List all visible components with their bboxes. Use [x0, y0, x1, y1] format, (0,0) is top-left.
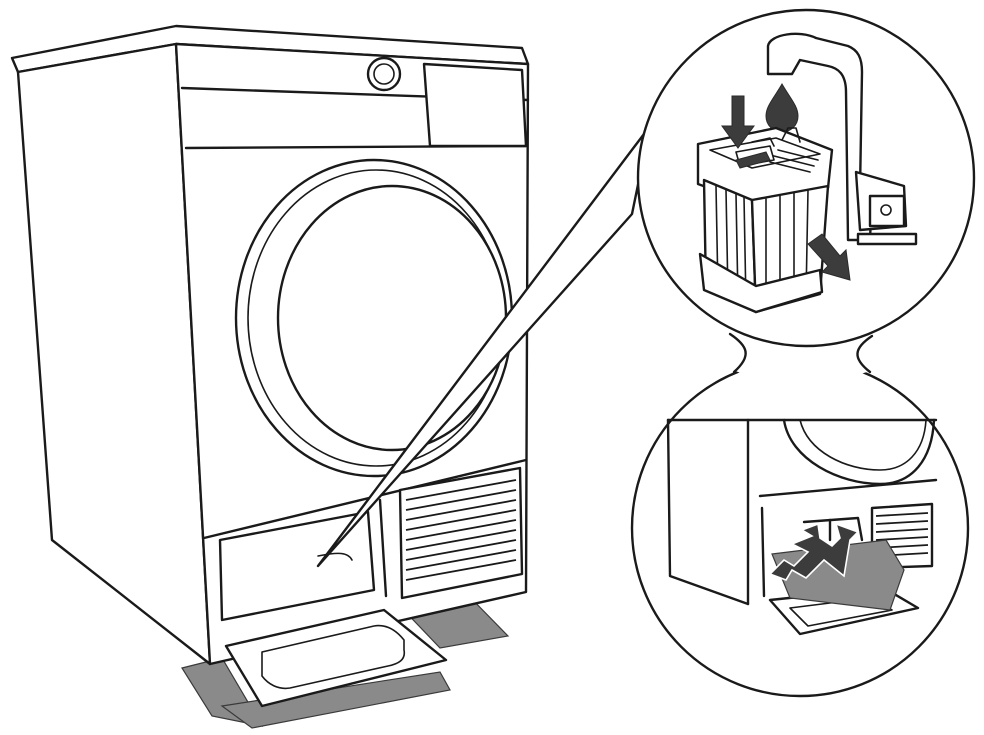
- faucet-icon: [766, 32, 918, 246]
- door-glass: [276, 184, 508, 452]
- base-divider: [378, 498, 388, 598]
- floor-shadow-bottom: [220, 671, 451, 729]
- callout-rinse-heat-exchanger: [636, 8, 976, 348]
- hatch-handle[interactable]: [317, 552, 353, 561]
- tumble-dryer: [10, 24, 530, 729]
- open-flap-recess: [261, 624, 406, 690]
- down-arrow-icon: [721, 95, 755, 149]
- open-flap[interactable]: [224, 608, 448, 708]
- base-panel: [202, 458, 528, 540]
- pull-out-arrow-icon: [768, 522, 860, 581]
- water-container-drawer: [422, 62, 528, 148]
- program-knob[interactable]: [366, 56, 402, 92]
- heat-exchanger-filter: [696, 126, 834, 314]
- callout-connector: [728, 336, 872, 381]
- push-arrow-icon: [807, 233, 851, 281]
- program-knob-inner: [373, 63, 395, 85]
- heat-exchanger-hatch: [218, 510, 376, 622]
- air-grille: [398, 466, 524, 600]
- callout-remove-heat-exchanger: [630, 332, 970, 698]
